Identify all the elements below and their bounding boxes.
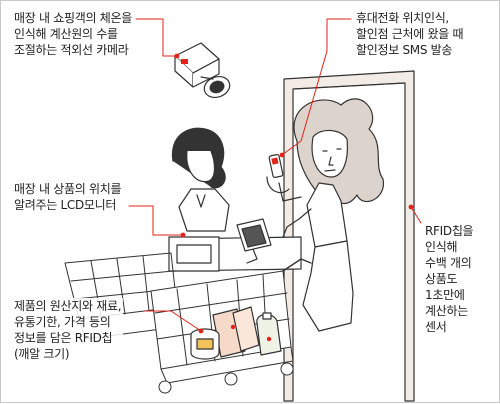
callout-lcd-monitor: 매장 내 상품의 위치를 알려주는 LCD모니터: [14, 182, 122, 212]
cart-products: [190, 306, 282, 360]
cashier-figure: [171, 127, 230, 232]
lcd-monitor-icon: [236, 218, 272, 264]
callout-infrared-camera: 매장 내 쇼핑객의 체온을 인식해 계산원의 수를 조절하는 적외선 카메라: [14, 11, 132, 57]
callout-rfid-chip: 제품의 원산지와 재료, 유통기한, 가격 등의 정보를 담은 RFID칩 (깨…: [14, 298, 124, 362]
infrared-camera-icon: [174, 42, 231, 98]
mobile-phone-icon: [266, 153, 290, 194]
callout-mobile-phone: 휴대전화 위치인식, 할인점 근처에 왔을 때 할인정보 SMS 발송: [356, 11, 464, 57]
callout-lines: [128, 18, 422, 342]
shopper-figure: [278, 98, 384, 332]
rfid-sensor-gate: [283, 70, 415, 402]
checkout-counter: [168, 236, 302, 272]
callout-rfid-sensor: RFID칩을 인식해 수백 개의 상품도 1초만에 계산하는 센서: [425, 224, 474, 334]
